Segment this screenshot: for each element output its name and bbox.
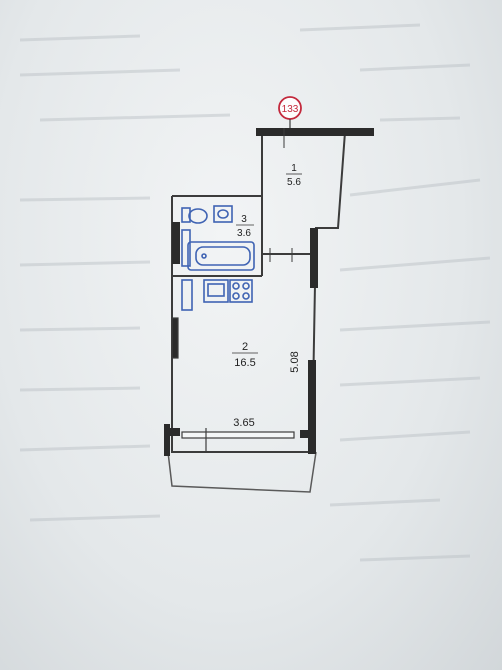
walls xyxy=(171,131,346,453)
room-2-number: 2 xyxy=(242,341,248,353)
kitchen-fixtures xyxy=(181,279,253,311)
bathtub-icon xyxy=(187,241,255,271)
room-3-number: 3 xyxy=(241,214,247,225)
room-1-number: 1 xyxy=(291,163,297,174)
room-1-area: 5.6 xyxy=(287,177,301,188)
apartment-marker: 133 xyxy=(278,96,302,128)
kitchen-sink-icon xyxy=(203,279,229,303)
windows xyxy=(171,317,295,452)
dimension-height-label: 5.08 xyxy=(289,351,301,372)
bathroom-fixtures xyxy=(181,205,255,271)
room-1-label: 1 5.6 xyxy=(286,163,302,188)
room-2-label: 2 16.5 xyxy=(232,341,258,369)
shower-screen-icon xyxy=(181,229,191,267)
background-text xyxy=(19,23,491,562)
sink-icon xyxy=(213,205,233,223)
doors xyxy=(269,128,293,262)
stove-icon xyxy=(229,279,253,303)
room-3-label: 3 3.6 xyxy=(236,214,254,239)
dimension-width-label: 3.65 xyxy=(233,417,254,429)
loggia-outline xyxy=(167,451,317,493)
toilet-icon xyxy=(181,207,208,224)
room-2-area: 16.5 xyxy=(234,357,255,369)
marker-number: 133 xyxy=(282,104,299,115)
thick-walls xyxy=(164,128,374,456)
kitchen-counter-icon xyxy=(181,279,193,311)
room-3-area: 3.6 xyxy=(237,228,251,239)
